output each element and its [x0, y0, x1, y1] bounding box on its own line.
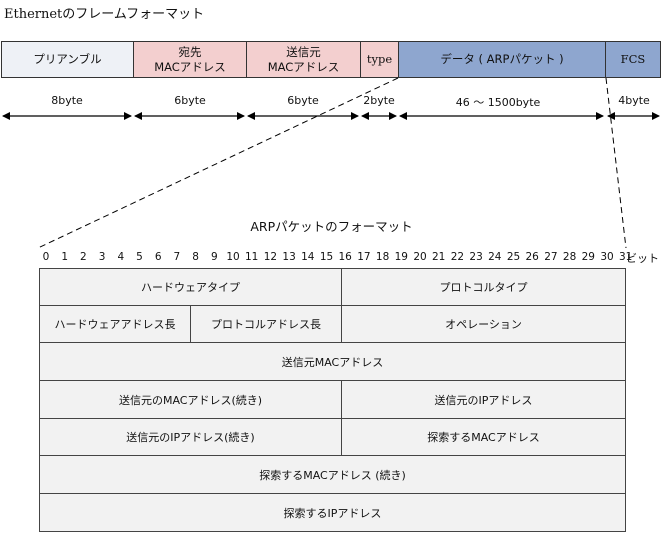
bit-number: 13: [282, 251, 296, 263]
bit-number: 29: [581, 251, 595, 263]
bit-number: 28: [562, 251, 577, 263]
bit-number: 21: [432, 251, 446, 263]
bit-number: 2: [80, 251, 87, 263]
bit-number: 26: [525, 251, 539, 263]
dashed-left-connector: [37, 77, 399, 249]
bit-number: 8: [192, 251, 199, 263]
bit-number: 1: [61, 251, 69, 263]
bit-number: 31: [619, 251, 633, 263]
size-type: 2byte: [363, 94, 395, 107]
ethernet-frame-title: Ethernetのフレームフォーマット: [4, 7, 205, 22]
bit-number: 11: [245, 251, 259, 263]
arp-operation: オペレーション: [341, 305, 626, 343]
bit-number: 19: [394, 251, 408, 263]
field-fcs: FCS: [605, 41, 661, 78]
bit-number: 6: [154, 251, 162, 263]
arp-target-mac: 探索するMACアドレス: [341, 418, 626, 456]
bit-number: 20: [413, 251, 427, 263]
bit-number: 27: [544, 251, 558, 263]
size-preamble: 8byte: [51, 94, 83, 107]
bit-number: 25: [506, 251, 521, 263]
bit-number: 5: [136, 251, 143, 263]
bit-number: 12: [263, 251, 278, 263]
bit-number: 17: [357, 251, 371, 263]
size-destination-mac: 6byte: [174, 94, 206, 107]
bit-number: 4: [117, 251, 125, 263]
field-source-mac: 送信元 MACアドレス: [246, 41, 361, 78]
arp-sender-mac-continued: 送信元のMACアドレス(続き): [39, 380, 342, 419]
bit-number: 24: [488, 251, 502, 263]
bit-number: 3: [98, 251, 106, 263]
bit-number: 14: [301, 251, 315, 263]
arp-hardware-type: ハードウェアタイプ: [39, 268, 342, 306]
size-data: 46 〜 1500byte: [455, 96, 541, 109]
bit-number: 23: [469, 251, 483, 263]
arp-hardware-address-length: ハードウェアアドレス長: [39, 305, 191, 343]
arp-sender-ip-continued: 送信元のIPアドレス(続き): [39, 418, 342, 456]
bit-number: 9: [210, 251, 218, 263]
arp-sender-ip: 送信元のIPアドレス: [341, 380, 626, 419]
bit-number: 16: [338, 251, 352, 263]
bit-unit-label: ビット: [626, 252, 659, 265]
bit-number: 7: [173, 251, 181, 263]
bit-number: 22: [450, 251, 465, 263]
bit-number: 0: [42, 251, 50, 263]
size-source-mac: 6byte: [287, 94, 319, 107]
field-data-arp-packet: データ ( ARPパケット ): [398, 41, 606, 78]
dashed-right-connector: [605, 77, 627, 249]
arp-packet-title: ARPパケットのフォーマット: [250, 219, 413, 234]
field-type: type: [360, 41, 399, 78]
arp-target-mac-continued: 探索するMACアドレス (続き): [39, 455, 626, 494]
bit-number: 30: [600, 251, 614, 263]
bit-number: 18: [375, 251, 390, 263]
size-fcs: 4byte: [618, 94, 650, 107]
bit-number: 10: [226, 251, 240, 263]
arp-protocol-type: プロトコルタイプ: [341, 268, 626, 306]
bit-number: 15: [319, 251, 334, 263]
arp-sender-mac: 送信元MACアドレス: [39, 342, 626, 381]
arp-target-ip: 探索するIPアドレス: [39, 493, 626, 532]
arp-protocol-address-length: プロトコルアドレス長: [190, 305, 342, 343]
